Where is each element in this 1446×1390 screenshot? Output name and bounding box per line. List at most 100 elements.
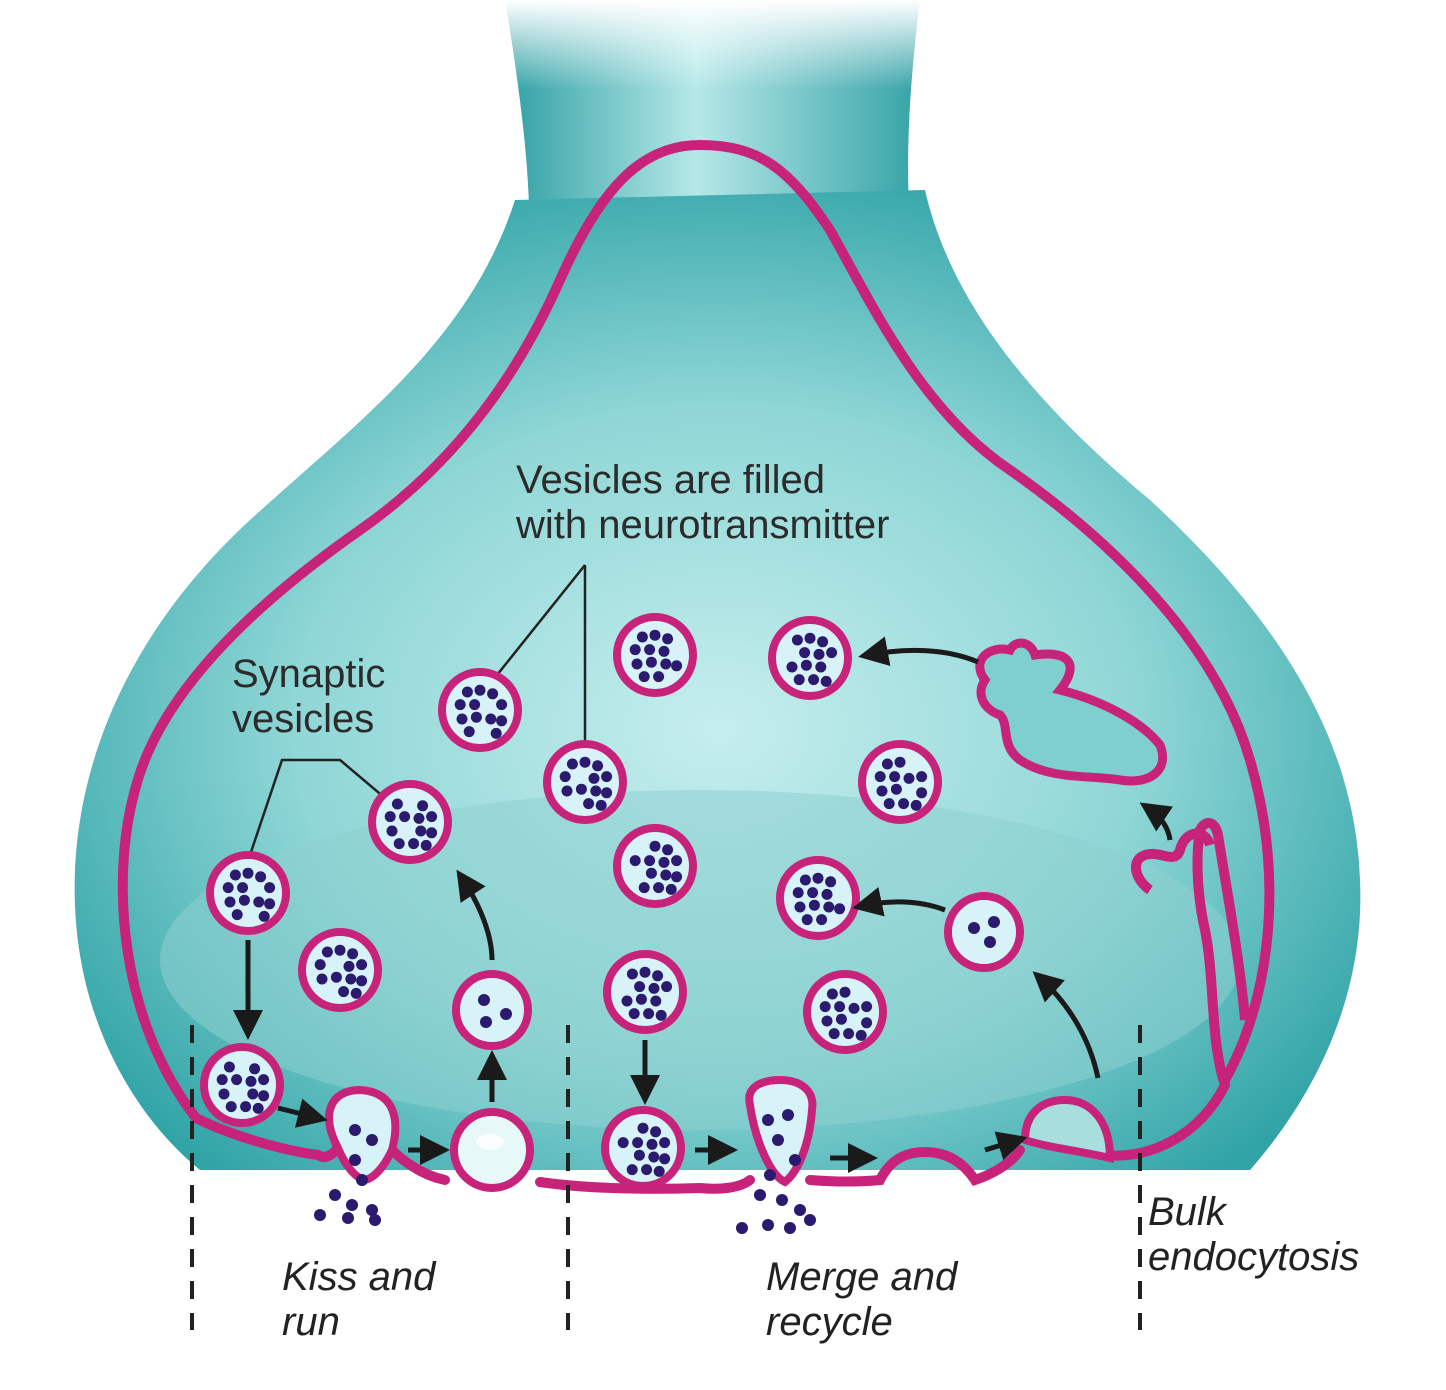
- neurotransmitter-dot: [635, 993, 647, 1005]
- neurotransmitter-dot: [242, 867, 254, 879]
- label-kiss-and-run: Kiss and run: [282, 1255, 435, 1345]
- released-neurotransmitter-dot: [754, 1189, 766, 1201]
- neurotransmitter-dot: [894, 756, 906, 768]
- neurotransmitter-dot: [496, 715, 508, 727]
- neurotransmitter-dot: [601, 771, 613, 783]
- neurotransmitter-dot: [876, 785, 888, 797]
- neurotransmitter-dot: [655, 1009, 667, 1021]
- flattened-vesicle: [1020, 1095, 1115, 1164]
- synaptic-vesicle: [200, 1043, 284, 1127]
- neurotransmitter-dot: [258, 1090, 270, 1102]
- neurotransmitter-dot: [834, 1001, 846, 1013]
- neurotransmitter-dot: [222, 882, 234, 894]
- neurotransmitter-dot: [910, 799, 922, 811]
- label-vesicles-filled: Vesicles are filled with neurotransmitte…: [516, 458, 889, 548]
- neurotransmitter-dot: [645, 656, 657, 668]
- neurotransmitter-dot: [626, 968, 638, 980]
- neurotransmitter-dot: [817, 636, 829, 648]
- neurotransmitter-dot: [218, 1088, 230, 1100]
- neurotransmitter-dot: [650, 995, 662, 1007]
- neurotransmitter-dot: [786, 661, 798, 673]
- neurotransmitter-dot: [588, 772, 600, 784]
- neurotransmitter-dot: [628, 1008, 640, 1020]
- neurotransmitter-dot: [645, 867, 657, 879]
- neurotransmitter-dot: [629, 855, 641, 867]
- neurotransmitter-dot: [490, 727, 502, 739]
- budding-protrusion: [1131, 828, 1215, 895]
- neurotransmitter-dot: [792, 887, 804, 899]
- process-arrow: [1032, 971, 1101, 1079]
- neurotransmitter-dot: [988, 916, 1000, 928]
- neurotransmitter-dot: [916, 787, 928, 799]
- neurotransmitter-dot: [356, 975, 368, 987]
- released-neurotransmitter-dot: [346, 1199, 358, 1211]
- label-synaptic-line2: vesicles: [232, 697, 375, 742]
- neurotransmitter-dot: [662, 633, 674, 645]
- neurotransmitter-dot: [794, 901, 806, 913]
- released-neurotransmitter-dot: [366, 1204, 378, 1216]
- neurotransmitter-dot: [559, 771, 571, 783]
- neurotransmitter-dot: [639, 966, 651, 978]
- neurotransmitter-dot: [671, 871, 683, 883]
- neurotransmitter-dot: [264, 898, 276, 910]
- neurotransmitter-dot: [813, 648, 825, 660]
- released-neurotransmitter-dot: [369, 1214, 381, 1226]
- neurotransmitter-dot: [638, 882, 650, 894]
- neurotransmitter-dot: [984, 936, 996, 948]
- neurotransmitter-dot: [658, 856, 670, 868]
- neurotransmitter-dot: [240, 1101, 252, 1113]
- neurotransmitter-dot: [579, 756, 591, 768]
- neurotransmitter-dot: [801, 914, 813, 926]
- neurotransmitter-dot: [583, 798, 595, 810]
- neurotransmitter-dot: [249, 1063, 261, 1075]
- neurotransmitter-dot: [808, 899, 820, 911]
- neurotransmitter-dot: [874, 771, 886, 783]
- label-bulk-line1: Bulk: [1148, 1190, 1226, 1234]
- leader-filled-a: [484, 564, 586, 691]
- neurotransmitter-dot: [258, 910, 270, 922]
- released-neurotransmitter-dot: [789, 1154, 801, 1166]
- neurotransmitter-dot: [345, 973, 357, 985]
- neurotransmitter-dot: [848, 1002, 860, 1014]
- neurotransmitter-dot: [916, 771, 928, 783]
- neurotransmitter-dot: [636, 631, 648, 643]
- neurotransmitter-dot: [350, 987, 362, 999]
- neurotransmitter-dot: [255, 871, 267, 883]
- vesicles-layer: [200, 613, 1024, 1234]
- neurotransmitter-dot: [216, 1074, 228, 1086]
- neurotransmitter-dot: [247, 1088, 259, 1100]
- process-arrow: [858, 636, 979, 667]
- label-kiss-line1: Kiss and: [282, 1255, 436, 1299]
- neurotransmitter-dot: [855, 1029, 867, 1041]
- label-merge-and-recycle: Merge and recycle: [766, 1255, 957, 1345]
- neurotransmitter-dot: [821, 888, 833, 900]
- neurotransmitter-dot: [258, 1074, 270, 1086]
- neurotransmitter-dot: [633, 1149, 645, 1161]
- neurotransmitter-dot: [843, 1028, 855, 1040]
- released-neurotransmitter-dot: [772, 1134, 784, 1146]
- synaptic-vesicle: [776, 856, 860, 940]
- label-kiss-line2: run: [282, 1300, 340, 1345]
- neurotransmitter-dot: [898, 798, 910, 810]
- neurotransmitter-dot: [500, 1008, 512, 1020]
- neurotransmitter-dot: [821, 1015, 833, 1027]
- neurotransmitter-dot: [649, 629, 661, 641]
- neurotransmitter-dot: [644, 644, 656, 656]
- neurotransmitter-dot: [834, 903, 846, 915]
- neurotransmitter-dot: [601, 787, 613, 799]
- neurotransmitter-dot: [461, 686, 473, 698]
- process-arrow: [984, 1131, 1028, 1161]
- released-neurotransmitter-dot: [366, 1134, 378, 1146]
- neurotransmitter-dot: [420, 839, 432, 851]
- process-arrow: [456, 869, 495, 961]
- synaptic-vesicle: [298, 928, 382, 1012]
- process-arrow: [852, 887, 946, 917]
- neurotransmitter-dot: [238, 894, 250, 906]
- label-bulk-endocytosis: Bulk endocytosis: [1148, 1190, 1359, 1280]
- neurotransmitter-dot: [334, 944, 346, 956]
- released-neurotransmitter-dot: [342, 1212, 354, 1224]
- neurotransmitter-dot: [660, 869, 672, 881]
- neurotransmitter-dot: [660, 658, 672, 670]
